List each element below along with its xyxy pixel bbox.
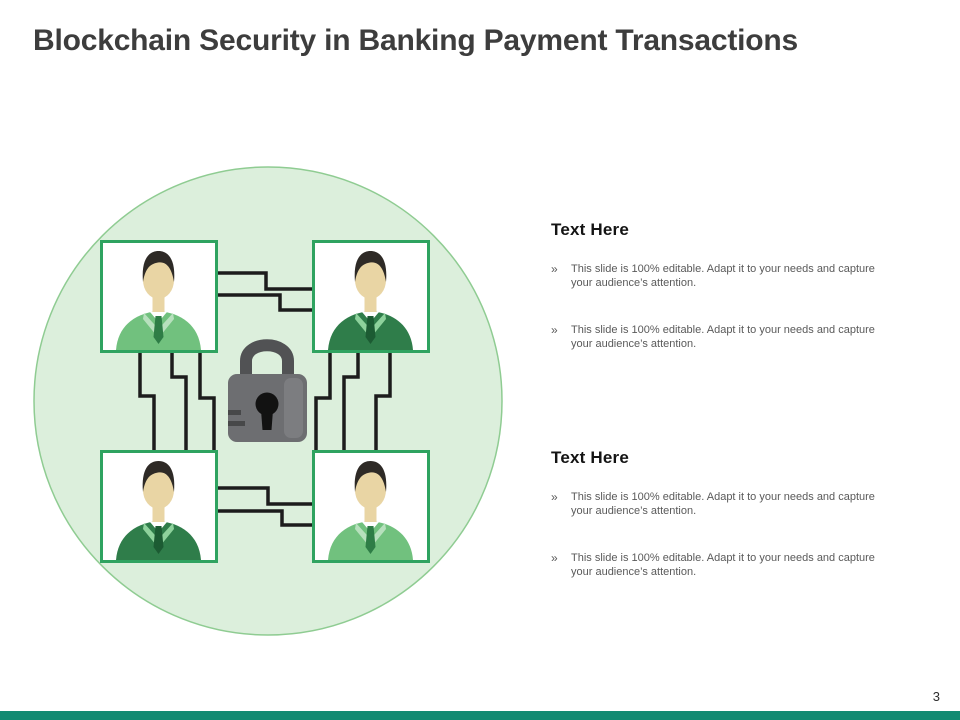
person-avatar-top-left	[100, 240, 218, 353]
padlock-icon	[228, 339, 307, 442]
bullet-item: » This slide is 100% editable. Adapt it …	[551, 323, 893, 351]
bullet-marker: »	[551, 262, 558, 276]
person-avatar-bottom-left	[100, 450, 218, 563]
connector-lines-icon	[138, 271, 392, 527]
blockchain-network-diagram	[30, 163, 506, 639]
bullet-marker: »	[551, 490, 558, 504]
bullet-text: This slide is 100% editable. Adapt it to…	[571, 552, 875, 578]
person-avatar-top-right	[312, 240, 430, 353]
bullet-text: This slide is 100% editable. Adapt it to…	[571, 263, 875, 289]
bullet-item: » This slide is 100% editable. Adapt it …	[551, 551, 893, 579]
bullet-text: This slide is 100% editable. Adapt it to…	[571, 491, 875, 517]
bullet-marker: »	[551, 551, 558, 565]
text-section-2: Text Here » This slide is 100% editable.…	[551, 448, 893, 612]
bullet-item: » This slide is 100% editable. Adapt it …	[551, 262, 893, 290]
bullet-item: » This slide is 100% editable. Adapt it …	[551, 490, 893, 518]
text-section-1: Text Here » This slide is 100% editable.…	[551, 220, 893, 384]
page-number: 3	[932, 689, 940, 704]
section-heading: Text Here	[551, 448, 630, 467]
bottom-accent-bar	[0, 711, 960, 720]
section-heading: Text Here	[551, 220, 630, 239]
bullet-marker: »	[551, 323, 558, 337]
person-avatar-bottom-right	[312, 450, 430, 563]
slide-title: Blockchain Security in Banking Payment T…	[33, 24, 799, 57]
bullet-text: This slide is 100% editable. Adapt it to…	[571, 324, 875, 350]
